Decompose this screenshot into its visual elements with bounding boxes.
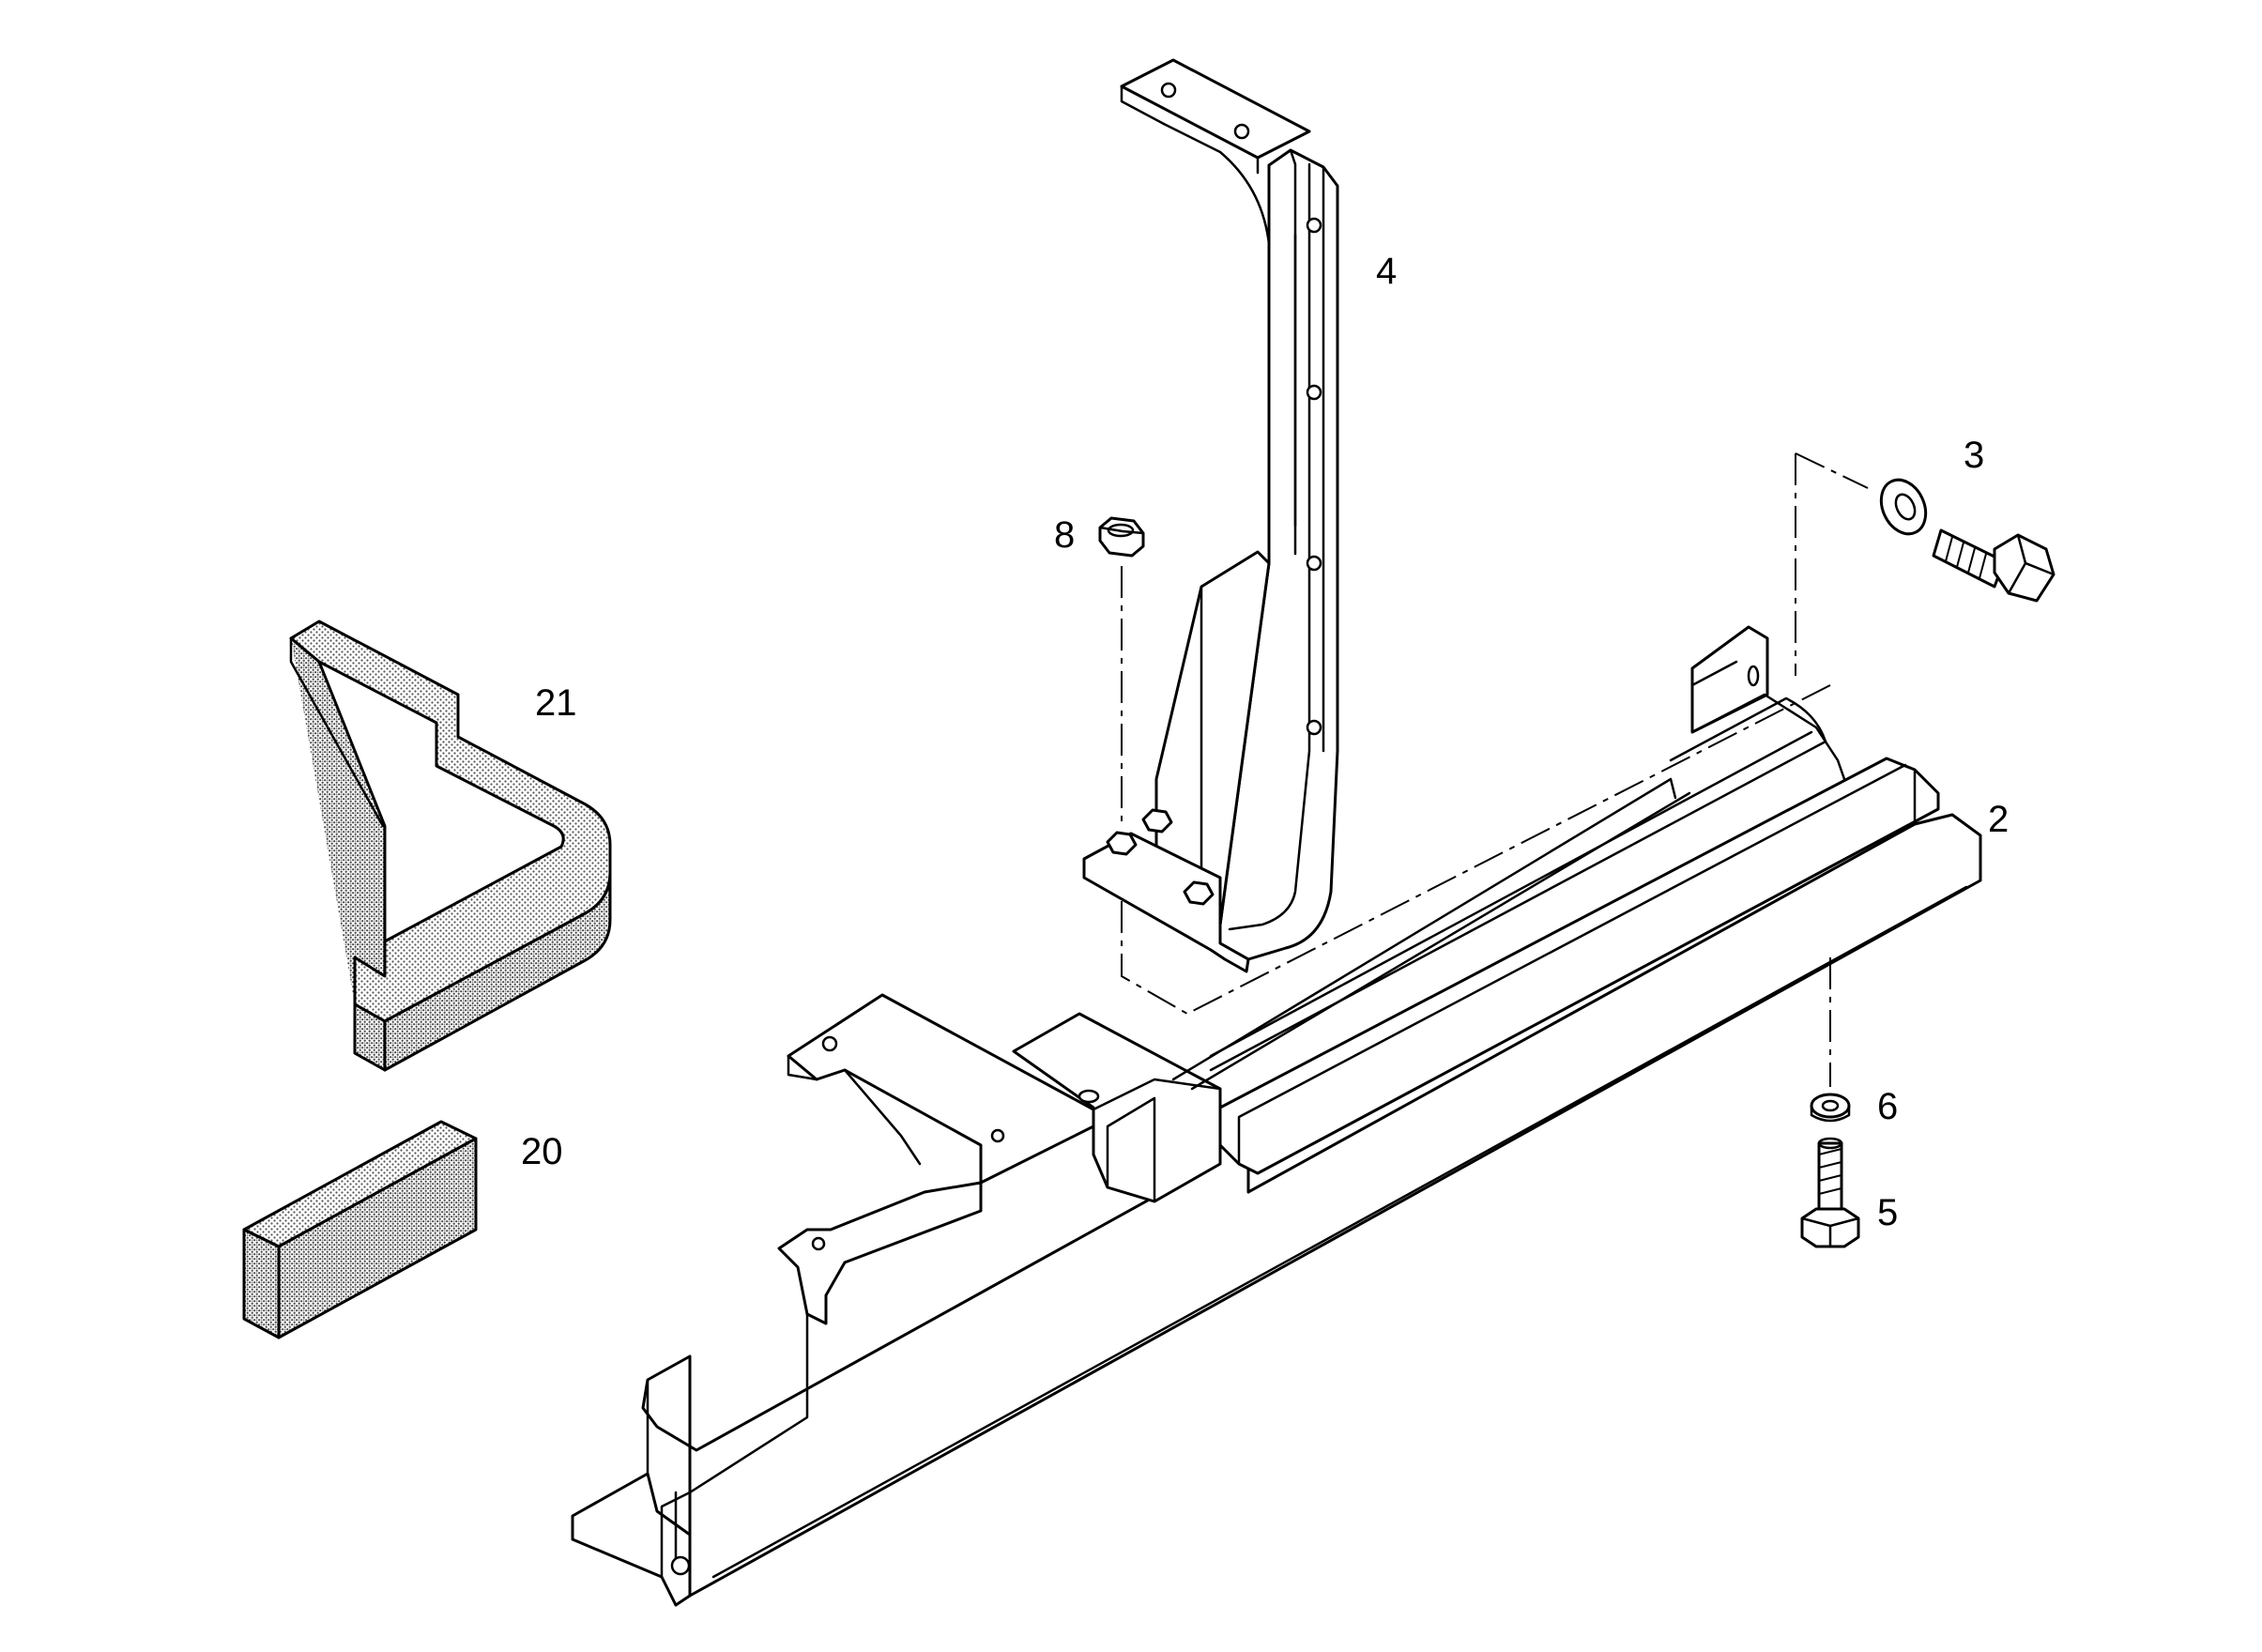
part-20-foam-block [242,1120,478,1339]
callout-part-6: 6 [1877,1086,1898,1127]
part-6-washer [1810,1093,1851,1123]
part-4-upright-bracket [1082,58,1339,973]
part-3-washer-bolt [1879,478,2056,603]
part-2-base-rail [571,625,1982,1607]
part-5-bolt [1800,1137,1860,1248]
callout-part-3: 3 [1964,435,1984,476]
assembly-dash-lines [1121,452,1869,1087]
callout-part-8: 8 [1054,514,1075,556]
callout-part-2: 2 [1988,799,2009,840]
callout-part-5: 5 [1877,1192,1898,1233]
part-21-foam-pad [289,620,612,1072]
callout-part-20: 20 [521,1131,563,1172]
part-8-nut [1098,516,1145,558]
callout-part-21: 21 [535,682,577,724]
callout-part-4: 4 [1376,251,1397,292]
